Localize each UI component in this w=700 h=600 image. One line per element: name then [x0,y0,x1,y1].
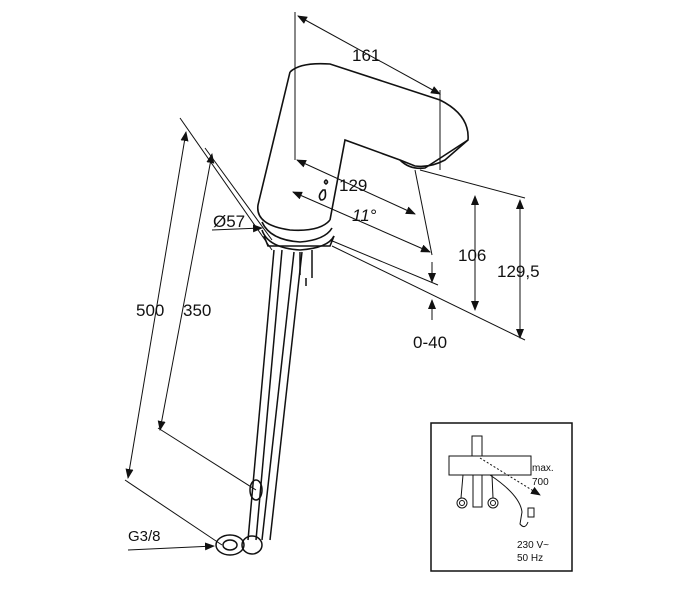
dimension-lines [124,12,526,551]
angle-11: 11° [352,206,377,225]
dimension-diameter-57: Ø57 [213,212,246,231]
inset-frequency: 50 Hz [517,553,544,564]
supply-hoses [215,249,313,556]
inset-max-value: 700 [532,477,549,488]
inset-max-label: max. [532,463,554,474]
inset-voltage: 230 V~ [517,540,549,551]
dimension-350: 350 [183,301,212,320]
inset-installation-diagram [430,422,573,572]
dimension-161: 161 [352,46,381,65]
dimension-500: 500 [136,301,165,320]
dimension-129-5: 129,5 [497,262,540,281]
dimension-129: 129 [339,176,368,195]
thread-g3-8: G3/8 [128,528,161,545]
dimension-0-40: 0-40 [413,333,448,352]
dimension-106: 106 [458,246,487,265]
